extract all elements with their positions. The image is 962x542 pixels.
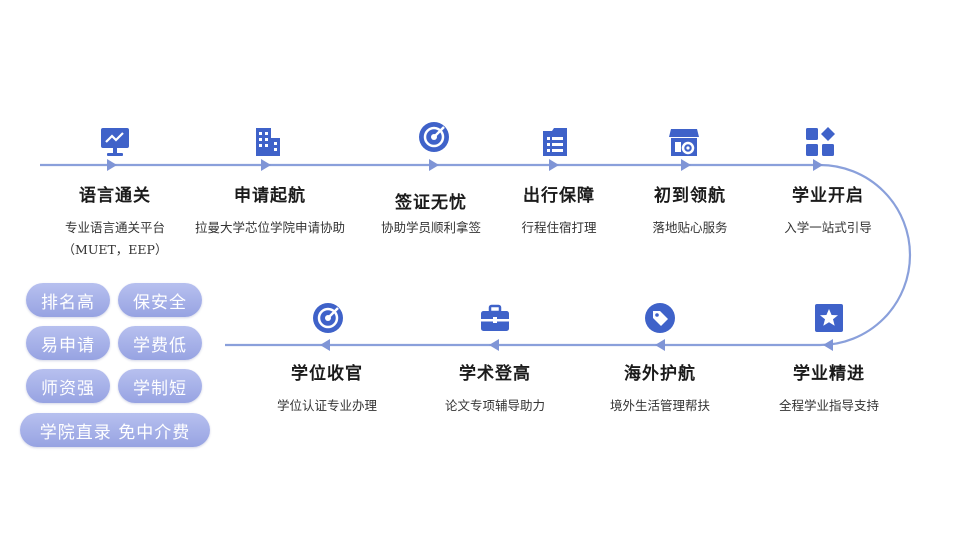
step-overseas: 海外护航 境外生活管理帮扶 — [575, 359, 745, 417]
store-gear-icon — [669, 129, 699, 156]
step-desc: 行程住宿打理 — [521, 220, 597, 235]
step-title: 初到领航 — [654, 186, 726, 206]
step-title: 海外护航 — [624, 364, 696, 384]
step-desc: 全程学业指导支持 — [778, 398, 879, 413]
monitor-chart-icon — [101, 128, 129, 156]
star-badge-icon — [815, 304, 843, 332]
timeline-marker — [655, 339, 665, 351]
pill-easy-apply: 易申请 — [26, 326, 110, 360]
step-academic: 学术登高 论文专项辅导助力 — [410, 359, 580, 417]
pill-safety: 保安全 — [118, 283, 202, 317]
timeline-marker — [320, 339, 330, 351]
step-enrollment: 学业开启 入学一站式引导 — [743, 181, 913, 239]
timeline-marker — [489, 339, 499, 351]
pill-direct-admission: 学院直录 免中介费 — [20, 413, 210, 447]
pill-short-duration: 学制短 — [118, 369, 202, 403]
timeline-marker — [549, 159, 559, 171]
target-check-icon — [419, 122, 449, 152]
step-title: 申请起航 — [234, 186, 306, 206]
timeline-marker — [429, 159, 439, 171]
pill-faculty: 师资强 — [26, 369, 110, 403]
step-title: 签证无忧 — [395, 193, 467, 213]
timeline-marker — [681, 159, 691, 171]
step-degree: 学位收官 学位认证专业办理 — [242, 359, 412, 417]
pill-low-tuition: 学费低 — [118, 326, 202, 360]
step-arrival: 初到领航 落地贴心服务 — [605, 181, 775, 239]
step-desc: 境外生活管理帮扶 — [609, 398, 710, 413]
step-title: 学术登高 — [459, 364, 531, 384]
step-desc: 落地贴心服务 — [652, 220, 728, 235]
step-desc: 专业语言通关平台 — [64, 220, 165, 235]
step-desc: 协助学员顺利拿签 — [380, 220, 481, 235]
pill-ranking: 排名高 — [26, 283, 110, 317]
step-language: 语言通关 专业语言通关平台 （MUET，EEP） — [30, 181, 200, 261]
timeline-marker — [107, 159, 117, 171]
step-desc: 学位认证专业办理 — [276, 398, 377, 413]
step-visa: 签证无忧 协助学员顺利拿签 — [346, 188, 516, 239]
step-desc: 拉曼大学芯位学院申请协助 — [194, 220, 345, 235]
timeline-marker — [261, 159, 271, 171]
timeline-marker — [813, 159, 823, 171]
step-desc-note: （MUET，EEP） — [62, 242, 168, 257]
step-application: 申请起航 拉曼大学芯位学院申请协助 — [185, 181, 355, 239]
step-title: 学业开启 — [792, 186, 864, 206]
timeline-path — [40, 163, 912, 347]
step-title: 学业精进 — [793, 364, 865, 384]
step-study-progress: 学业精进 全程学业指导支持 — [744, 359, 914, 417]
tag-icon — [645, 303, 675, 333]
building-icon — [256, 128, 280, 156]
step-title: 学位收官 — [291, 364, 363, 384]
app-grid-icon — [806, 127, 835, 156]
step-title: 出行保障 — [523, 186, 595, 206]
document-list-icon — [543, 128, 567, 156]
briefcase-icon — [481, 304, 509, 331]
step-desc: 论文专项辅导助力 — [444, 398, 545, 413]
step-travel: 出行保障 行程住宿打理 — [474, 181, 644, 239]
step-desc: 入学一站式引导 — [784, 220, 872, 235]
target-check-icon — [313, 303, 343, 333]
step-title: 语言通关 — [79, 186, 151, 206]
timeline-marker — [823, 339, 833, 351]
